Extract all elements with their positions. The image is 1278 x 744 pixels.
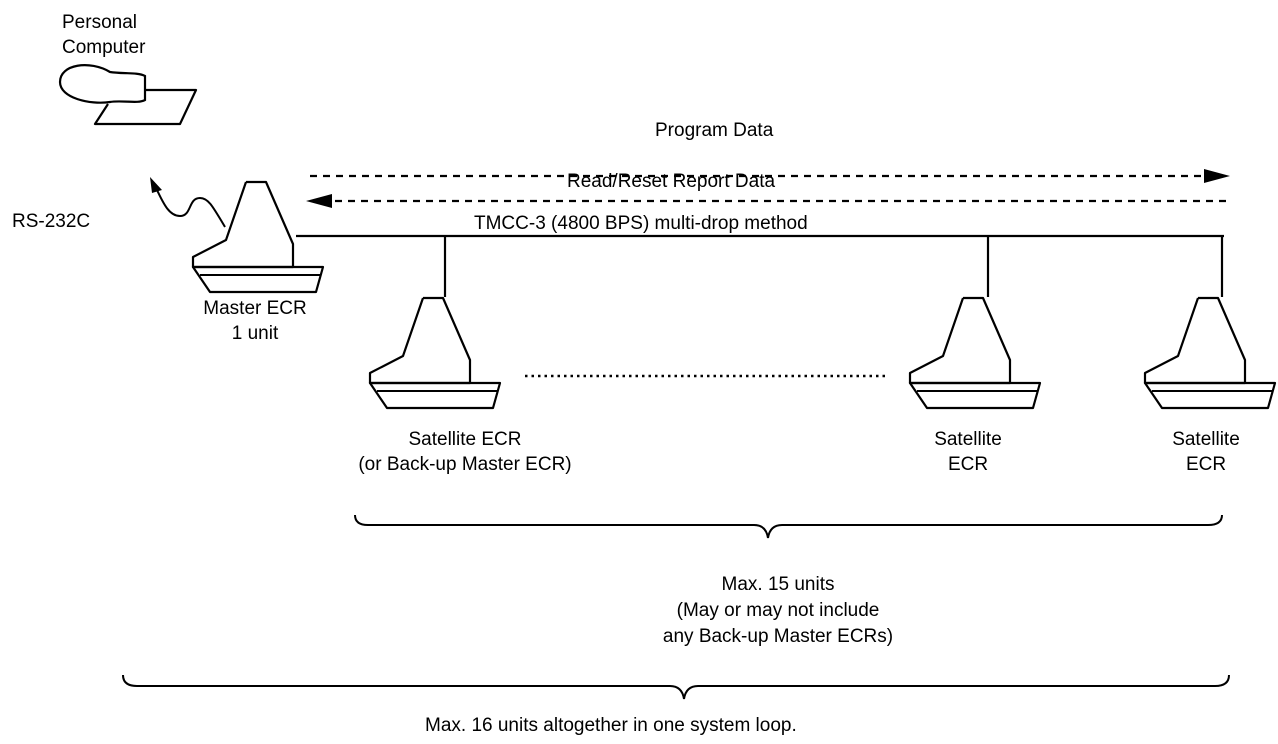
- satellite-ecr-1-label: Satellite ECR (or Back-up Master ECR): [358, 429, 572, 475]
- rs232-cable-arrow: [150, 177, 226, 228]
- tmcc-bus-line: [296, 234, 1224, 297]
- read-reset-data-arrow: [306, 194, 1228, 208]
- program-data-label: Program Data: [655, 120, 774, 141]
- master-ecr-label: Master ECR 1 unit: [203, 298, 307, 344]
- satellite-ecr-3-label: Satellite ECR: [1172, 429, 1240, 475]
- satellite-ecr-3-icon: [1143, 296, 1277, 410]
- max16-brace: [122, 674, 1230, 700]
- rs232c-label: RS-232C: [12, 211, 91, 232]
- satellite-ecr-2-icon: [908, 296, 1042, 410]
- max16-units-label: Max. 16 units altogether in one system l…: [425, 715, 797, 736]
- satellite-ecr-1-icon: [368, 296, 502, 410]
- tmcc-label: TMCC-3 (4800 BPS) multi-drop method: [474, 213, 808, 234]
- max15-units-label: Max. 15 units (May or may not include an…: [662, 574, 894, 647]
- personal-computer-label: Personal Computer: [62, 12, 146, 58]
- program-data-arrow: [310, 169, 1230, 183]
- personal-computer-icon: [58, 64, 198, 126]
- read-reset-report-data-label: Read/Reset Report Data: [567, 171, 776, 192]
- max15-brace: [354, 514, 1223, 539]
- satellite-ecr-2-label: Satellite ECR: [934, 429, 1002, 475]
